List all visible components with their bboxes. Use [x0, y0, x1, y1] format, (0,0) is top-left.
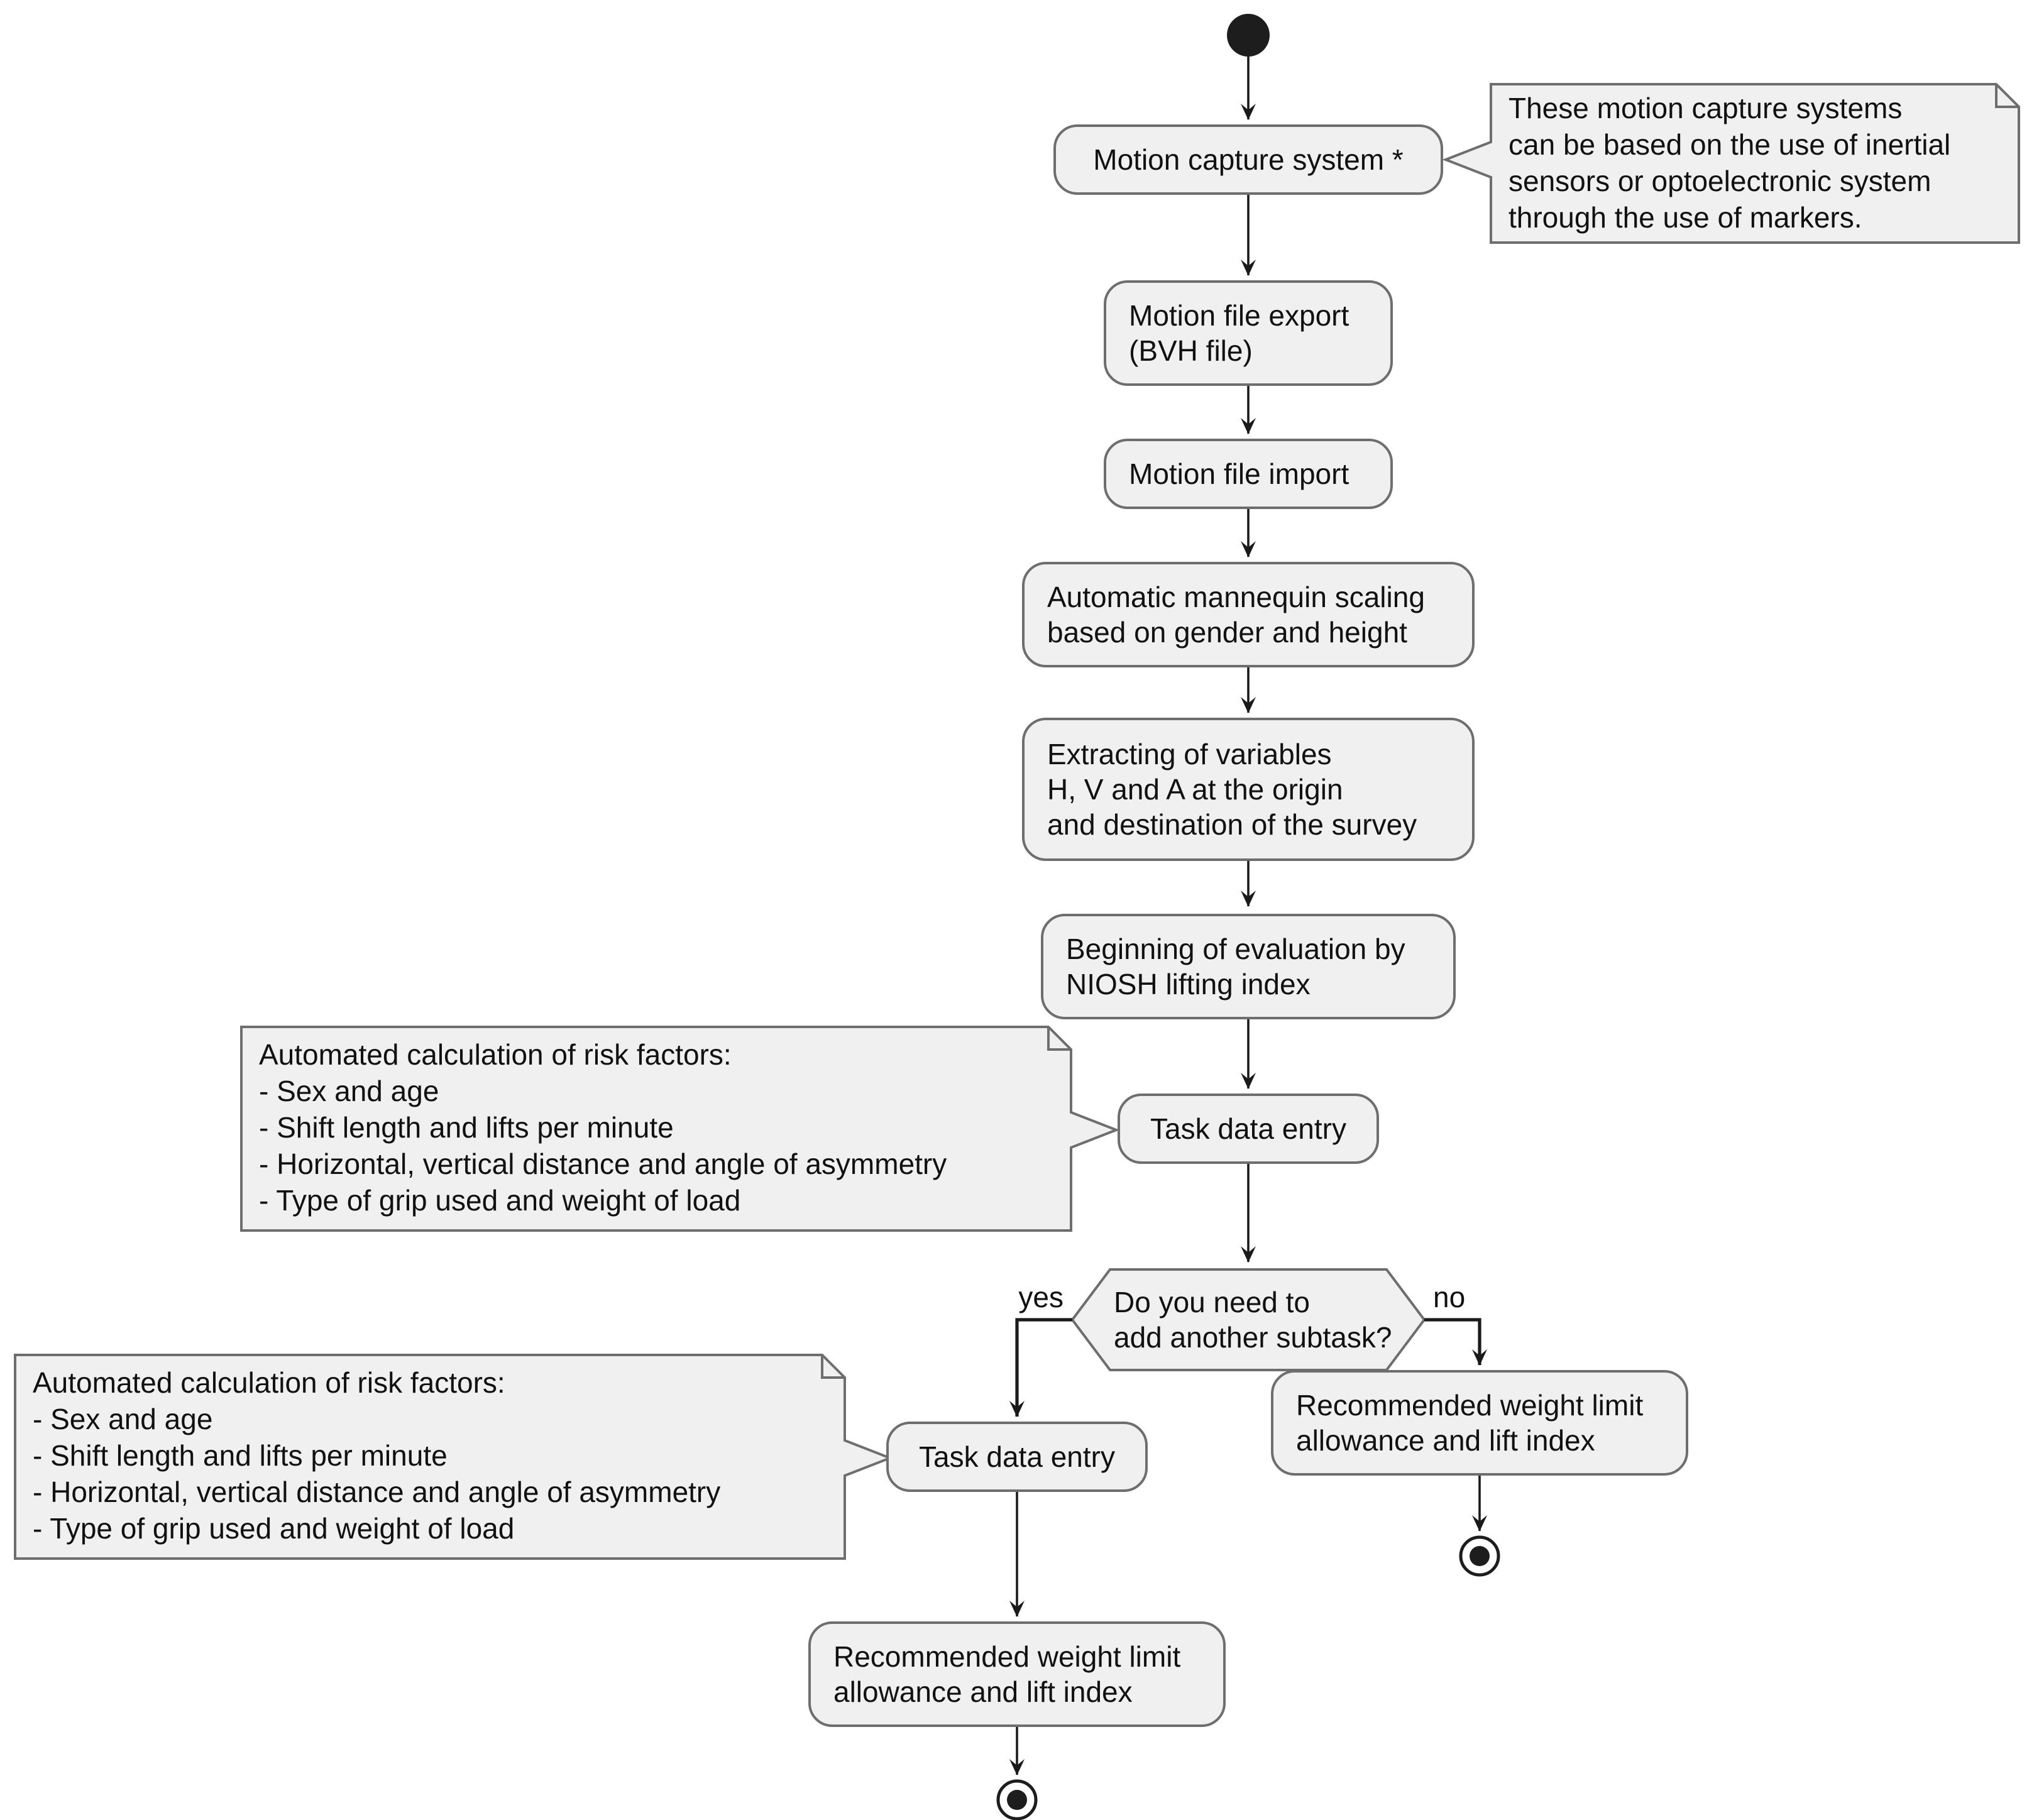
note-risk-factors-1-text: Automated calculation of risk factors: -… — [259, 1038, 947, 1217]
activity-label: Task data entry — [1150, 1112, 1346, 1145]
activity-label: Recommended weight limit allowance and l… — [833, 1640, 1181, 1708]
activity-motion-file-export: Motion file export (BVH file) — [1104, 280, 1393, 386]
activity-task-data-entry-1: Task data entry — [1118, 1094, 1379, 1164]
start-node — [1227, 14, 1270, 57]
note-fold-icon — [821, 1355, 845, 1379]
activity-extracting-variables: Extracting of variables H, V and A at th… — [1022, 718, 1475, 861]
note-motion-capture-text: These motion capture systems can be base… — [1509, 92, 1951, 234]
activity-mannequin-scaling: Automatic mannequin scaling based on gen… — [1022, 562, 1475, 667]
note-fold-icon — [1047, 1027, 1071, 1051]
note-fold-icon — [1995, 84, 2019, 108]
end-node-bottom — [996, 1779, 1038, 1820]
activity-label: Recommended weight limit allowance and l… — [1296, 1389, 1644, 1457]
activity-label: Motion capture system * — [1093, 143, 1404, 176]
decision-question: Do you need to add another subtask? — [1114, 1286, 1392, 1354]
branch-label-no: no — [1433, 1281, 1466, 1313]
activity-label: Motion file export (BVH file) — [1129, 299, 1349, 367]
activity-label: Task data entry — [919, 1440, 1115, 1473]
activity-label: Extracting of variables H, V and A at th… — [1047, 738, 1417, 841]
activity-recommended-weight-right: Recommended weight limit allowance and l… — [1271, 1370, 1688, 1476]
activity-motion-file-import: Motion file import — [1104, 439, 1393, 509]
activity-label: Automatic mannequin scaling based on gen… — [1047, 581, 1425, 649]
note-risk-factors-2-text: Automated calculation of risk factors: -… — [33, 1366, 721, 1545]
branch-label-yes: yes — [1018, 1281, 1063, 1313]
activity-label: Beginning of evaluation by NIOSH lifting… — [1066, 933, 1405, 1000]
activity-niosh-evaluation: Beginning of evaluation by NIOSH lifting… — [1041, 914, 1456, 1019]
yes-branch-line — [1009, 1318, 1072, 1417]
no-branch-line — [1424, 1318, 1487, 1366]
activity-label: Motion file import — [1129, 458, 1349, 490]
note-motion-capture-shape — [1442, 83, 2020, 244]
activity-recommended-weight-bottom: Recommended weight limit allowance and l… — [808, 1621, 1226, 1727]
activity-task-data-entry-2: Task data entry — [886, 1422, 1148, 1492]
activity-motion-capture-system: Motion capture system * — [1053, 124, 1443, 195]
note-risk-factors-1-shape — [240, 1026, 1120, 1232]
end-node-right — [1459, 1535, 1500, 1577]
